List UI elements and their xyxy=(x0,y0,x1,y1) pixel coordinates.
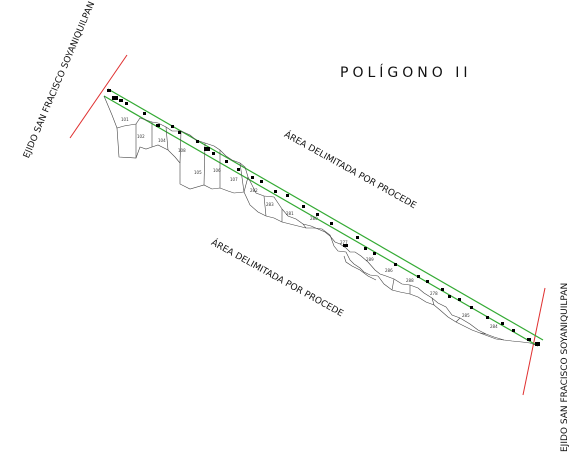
parcel-label: 286 xyxy=(385,268,393,273)
parcel-label: 277 xyxy=(340,240,348,245)
survey-markers xyxy=(107,89,540,346)
parcel-label: 278 xyxy=(430,291,438,296)
parcel-label: 107 xyxy=(230,177,238,182)
ejido-boundary-right xyxy=(522,287,546,396)
parcel-label: 282 xyxy=(250,188,258,193)
parcel-label: 101 xyxy=(121,117,129,122)
parcel-label: 280 xyxy=(310,216,318,221)
parcel-label: 288 xyxy=(406,278,414,283)
ejido-label-right: EJIDO SAN FRACISCO SOYANIQUILPAN xyxy=(560,282,570,452)
parcel-label: 105 xyxy=(194,170,202,175)
parcel-label: 285 xyxy=(462,313,470,318)
parcel-label: 289 xyxy=(366,257,374,262)
parcel-label: 102 xyxy=(137,134,145,139)
parcel-labels: 101 102 104 108 105 106 107 282 283 281 … xyxy=(121,117,498,329)
parcel-label: 283 xyxy=(266,202,274,207)
parcel-label: 106 xyxy=(213,168,221,173)
map-title: POLÍGONO II xyxy=(340,65,472,81)
parcel-label: 104 xyxy=(158,138,166,143)
parcel-label: 284 xyxy=(490,324,498,329)
parcel-label: 108 xyxy=(178,148,186,153)
parcel-label: 281 xyxy=(286,211,294,216)
ejido-boundary-left xyxy=(69,54,128,139)
corridor-line-lower xyxy=(103,95,539,347)
